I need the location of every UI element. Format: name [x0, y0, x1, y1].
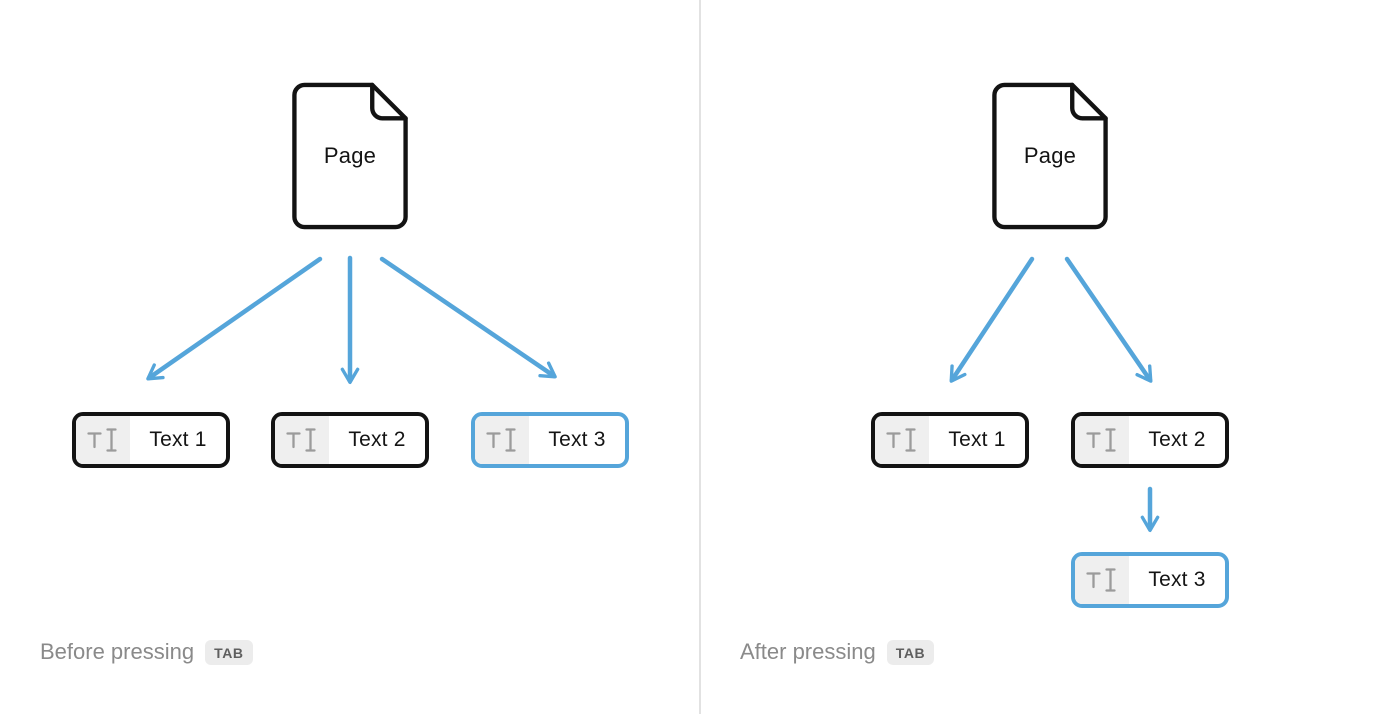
page-icon: Page — [292, 82, 408, 230]
text-block-1: Text 1 — [871, 412, 1029, 468]
text-block-3: Text 3 — [1071, 552, 1229, 608]
tab-key-badge: TAB — [205, 639, 253, 665]
page-document-icon — [292, 82, 408, 230]
block-label: Text 2 — [348, 428, 406, 451]
text-block-3: Text 3 — [471, 412, 629, 468]
block-label: Text 1 — [948, 428, 1006, 451]
caption-text: After pressing — [740, 639, 876, 664]
panel-divider — [699, 0, 701, 714]
page-label: Page — [1023, 143, 1077, 168]
caption-before: Before pressing TAB — [40, 639, 253, 665]
text-cursor-icon — [76, 416, 130, 464]
caption-text: Before pressing — [40, 639, 195, 664]
arrow-page-to-text1-after — [949, 256, 1035, 383]
text-cursor-icon — [275, 416, 329, 464]
page-label: Page — [323, 143, 377, 168]
text-block-2: Text 2 — [271, 412, 429, 468]
tab-key-badge: TAB — [886, 639, 935, 665]
arrow-page-to-text1-before — [146, 256, 323, 381]
arrow-page-to-text3-before — [379, 256, 557, 379]
block-label: Text 3 — [1148, 568, 1206, 591]
block-label: Text 2 — [1148, 428, 1206, 451]
text-cursor-icon — [1075, 556, 1129, 604]
page-document-icon — [992, 82, 1108, 230]
block-label: Text 1 — [149, 428, 207, 451]
text-cursor-icon — [875, 416, 929, 464]
page-icon: Page — [992, 82, 1108, 230]
text-block-1: Text 1 — [72, 412, 230, 468]
caption-after: After pressing TAB — [740, 639, 935, 665]
block-label: Text 3 — [548, 428, 606, 451]
text-cursor-icon — [1075, 416, 1129, 464]
arrow-page-to-text2-after — [1064, 256, 1153, 383]
text-cursor-icon — [475, 416, 529, 464]
text-block-2: Text 2 — [1071, 412, 1229, 468]
